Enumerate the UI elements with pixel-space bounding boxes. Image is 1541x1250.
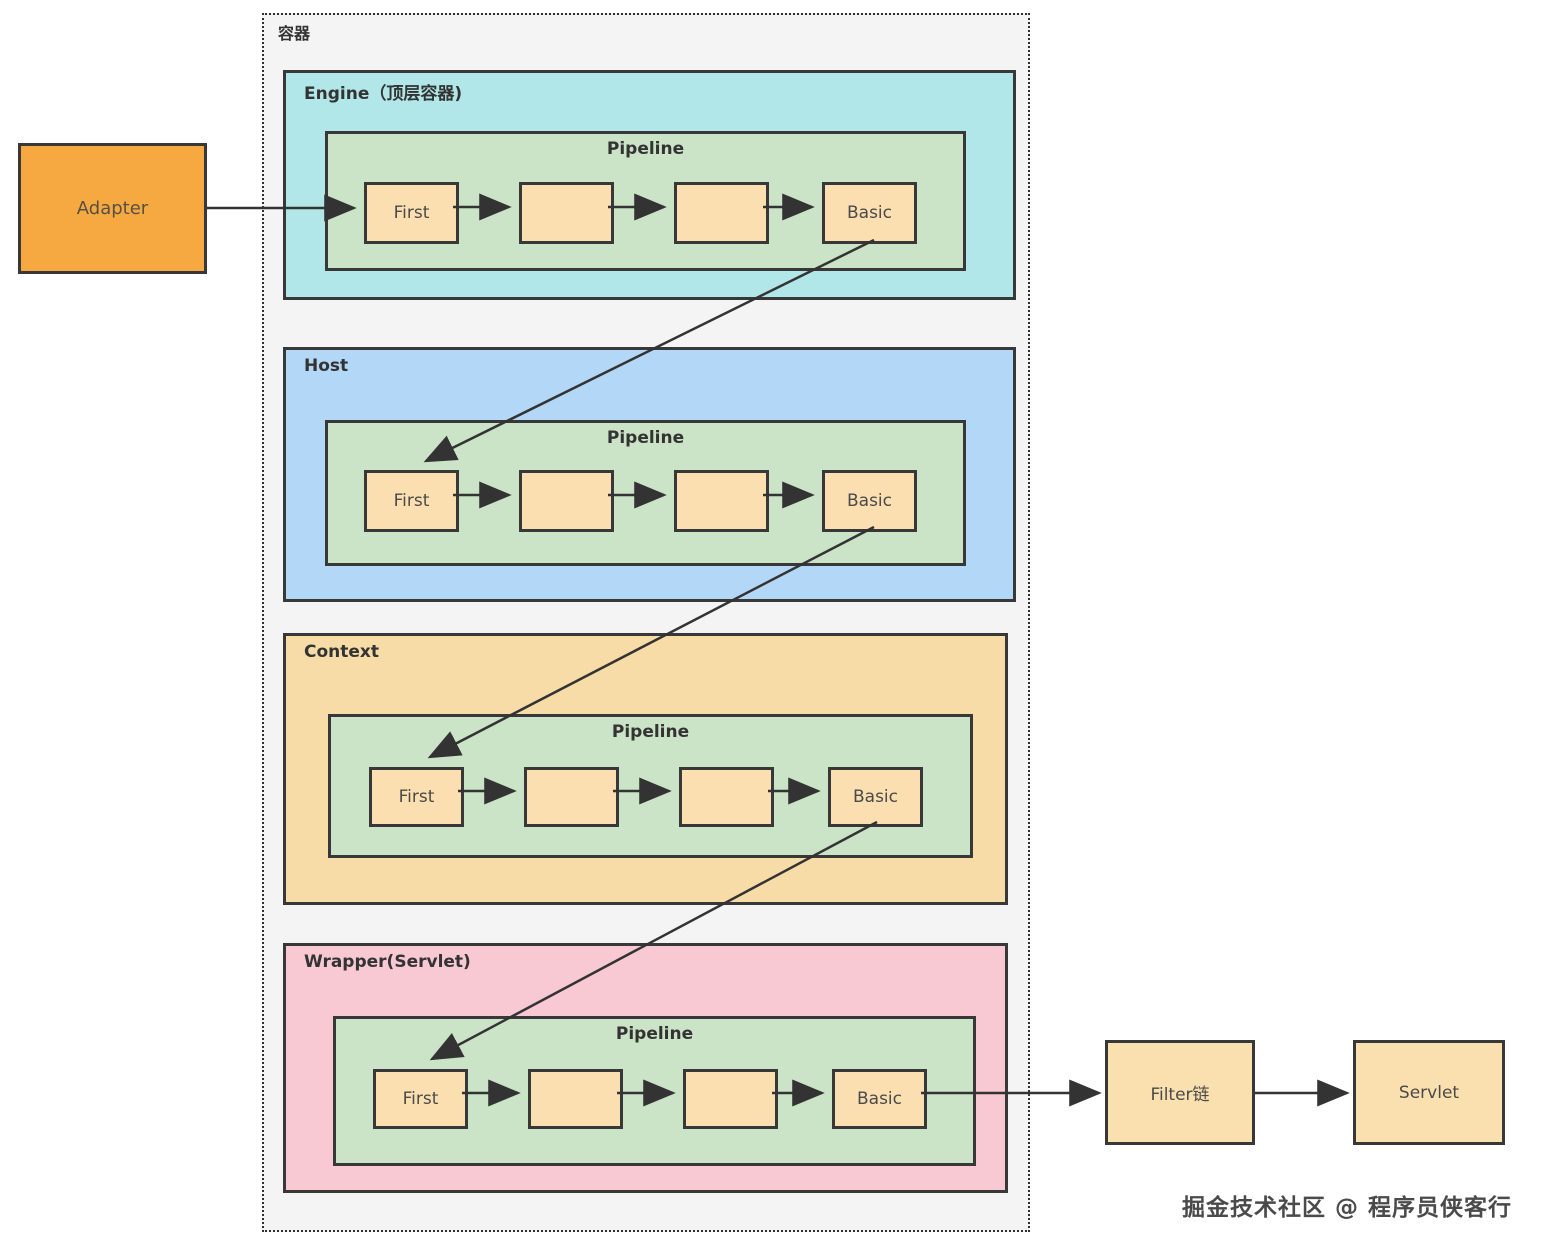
wrapper-valve-first: First: [373, 1069, 468, 1129]
wrapper-pipeline: Pipeline First Basic: [333, 1016, 976, 1166]
engine-valve-2: [519, 182, 614, 244]
valve-label: Basic: [852, 787, 898, 807]
engine-container: Engine（顶层容器) Pipeline First Basic: [283, 70, 1016, 300]
wrapper-valve-basic: Basic: [832, 1069, 927, 1129]
context-pipeline-label: Pipeline: [611, 722, 690, 742]
context-valve-3: [679, 767, 774, 827]
filter-chain-label: Filter链: [1150, 1085, 1210, 1105]
host-container: Host Pipeline First Basic: [283, 347, 1016, 602]
valve-label: First: [393, 203, 430, 223]
context-valve-basic: Basic: [828, 767, 923, 827]
host-valve-basic: Basic: [822, 470, 917, 532]
wrapper-valve-2: [528, 1069, 623, 1129]
filter-chain-box: Filter链: [1105, 1040, 1255, 1145]
servlet-box: Servlet: [1353, 1040, 1505, 1145]
engine-label: Engine（顶层容器): [304, 84, 463, 104]
engine-pipeline-label: Pipeline: [606, 139, 685, 159]
engine-valve-3: [674, 182, 769, 244]
servlet-label: Servlet: [1398, 1082, 1460, 1103]
adapter-box: Adapter: [18, 143, 207, 274]
valve-label: Basic: [846, 491, 892, 511]
adapter-label: Adapter: [76, 198, 149, 219]
valve-label: First: [393, 491, 430, 511]
wrapper-pipeline-label: Pipeline: [615, 1024, 694, 1044]
wrapper-container: Wrapper(Servlet) Pipeline First Basic: [283, 943, 1008, 1193]
host-valve-first: First: [364, 470, 459, 532]
context-container: Context Pipeline First Basic: [283, 633, 1008, 905]
engine-valve-first: First: [364, 182, 459, 244]
valve-label: First: [398, 787, 435, 807]
host-valve-3: [674, 470, 769, 532]
context-valve-2: [524, 767, 619, 827]
host-valve-2: [519, 470, 614, 532]
outer-container-label: 容器: [278, 24, 311, 43]
valve-label: Basic: [856, 1089, 902, 1109]
valve-label: First: [402, 1089, 439, 1109]
host-label: Host: [304, 356, 349, 376]
engine-pipeline: Pipeline First Basic: [325, 131, 966, 271]
wrapper-label: Wrapper(Servlet): [304, 952, 471, 972]
host-pipeline-label: Pipeline: [606, 428, 685, 448]
context-valve-first: First: [369, 767, 464, 827]
host-pipeline: Pipeline First Basic: [325, 420, 966, 566]
engine-valve-basic: Basic: [822, 182, 917, 244]
watermark-text: 掘金技术社区 @ 程序员侠客行: [1181, 1195, 1512, 1221]
context-pipeline: Pipeline First Basic: [328, 714, 973, 858]
wrapper-valve-3: [683, 1069, 778, 1129]
valve-label: Basic: [846, 203, 892, 223]
context-label: Context: [304, 642, 380, 662]
